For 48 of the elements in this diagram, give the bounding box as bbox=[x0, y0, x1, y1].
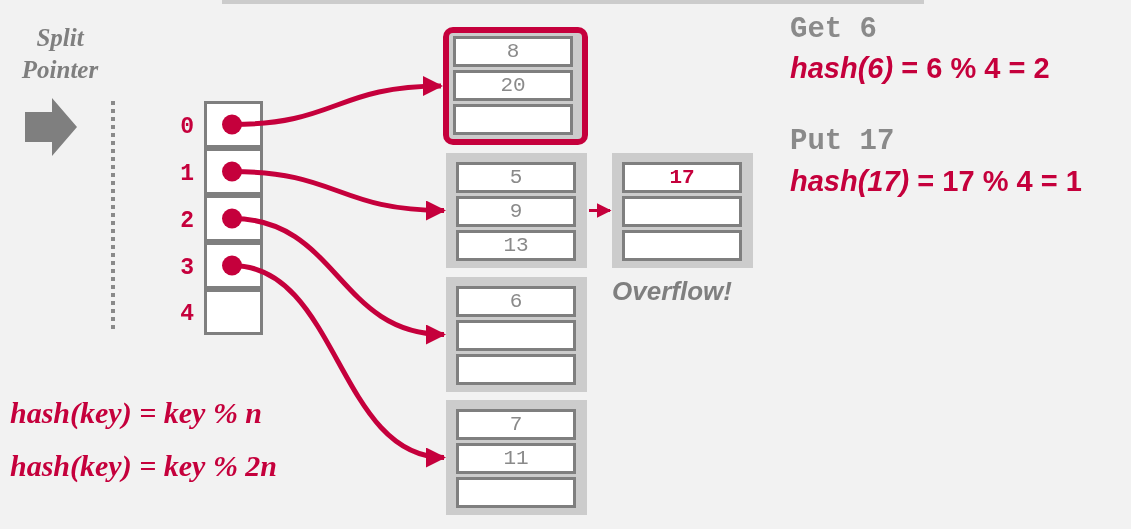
entry-value: 8 bbox=[506, 41, 520, 62]
bucket-box bbox=[446, 400, 587, 515]
entry-value: 20 bbox=[500, 75, 526, 96]
entry-value: 9 bbox=[509, 201, 523, 222]
bucket-entry bbox=[456, 286, 576, 317]
entry-value: 5 bbox=[509, 167, 523, 188]
directory-slot bbox=[204, 289, 263, 335]
bucket-entry bbox=[456, 230, 576, 261]
bucket-box bbox=[446, 277, 587, 392]
pointer-caption: Split Pointer bbox=[20, 23, 100, 85]
entry-value: 7 bbox=[509, 414, 523, 435]
slot-index: 2 bbox=[179, 206, 194, 236]
entry-value: 13 bbox=[503, 235, 529, 256]
highlighted-bucket bbox=[443, 27, 588, 145]
pointer-arrow bbox=[589, 203, 612, 218]
pointer-arrow bbox=[222, 255, 446, 465]
bucket-entry bbox=[453, 36, 573, 67]
bucket-entry bbox=[456, 409, 576, 440]
overflow-caption: Overflow! bbox=[612, 275, 732, 308]
bucket-entry bbox=[456, 477, 576, 508]
bucket-entry bbox=[456, 443, 576, 474]
bucket-box bbox=[446, 153, 587, 268]
entry-value: 17 bbox=[669, 167, 695, 188]
formula-text: hash(key) = key % n bbox=[10, 395, 263, 431]
pointer-arrow bbox=[222, 76, 443, 135]
operation-text: Get 6 bbox=[790, 12, 877, 48]
bucket-entry bbox=[622, 162, 742, 193]
bucket-entry bbox=[456, 196, 576, 227]
formula-text: hash(6) = 6 % 4 = 2 bbox=[790, 51, 1050, 86]
pointer-arrow bbox=[222, 208, 446, 343]
slot-index: 0 bbox=[179, 112, 194, 142]
bucket-entry bbox=[456, 320, 576, 351]
entry-value: 6 bbox=[509, 291, 523, 312]
entry-value: 11 bbox=[503, 448, 529, 469]
bucket-entry bbox=[456, 162, 576, 193]
pointer-arrow bbox=[222, 161, 446, 220]
bucket-entry bbox=[456, 354, 576, 385]
bucket-entry bbox=[622, 230, 742, 261]
slot-index: 1 bbox=[179, 159, 194, 189]
operation-text: Put 17 bbox=[790, 124, 895, 160]
bucket-entry bbox=[453, 70, 573, 101]
bucket-box bbox=[612, 153, 753, 268]
slot-index: 3 bbox=[179, 253, 194, 283]
bucket-entry bbox=[622, 196, 742, 227]
formula-text: hash(key) = key % 2n bbox=[10, 448, 278, 484]
formula-text: hash(17) = 17 % 4 = 1 bbox=[790, 164, 1082, 199]
bucket-entry bbox=[453, 104, 573, 135]
slot-index: 4 bbox=[179, 300, 194, 329]
